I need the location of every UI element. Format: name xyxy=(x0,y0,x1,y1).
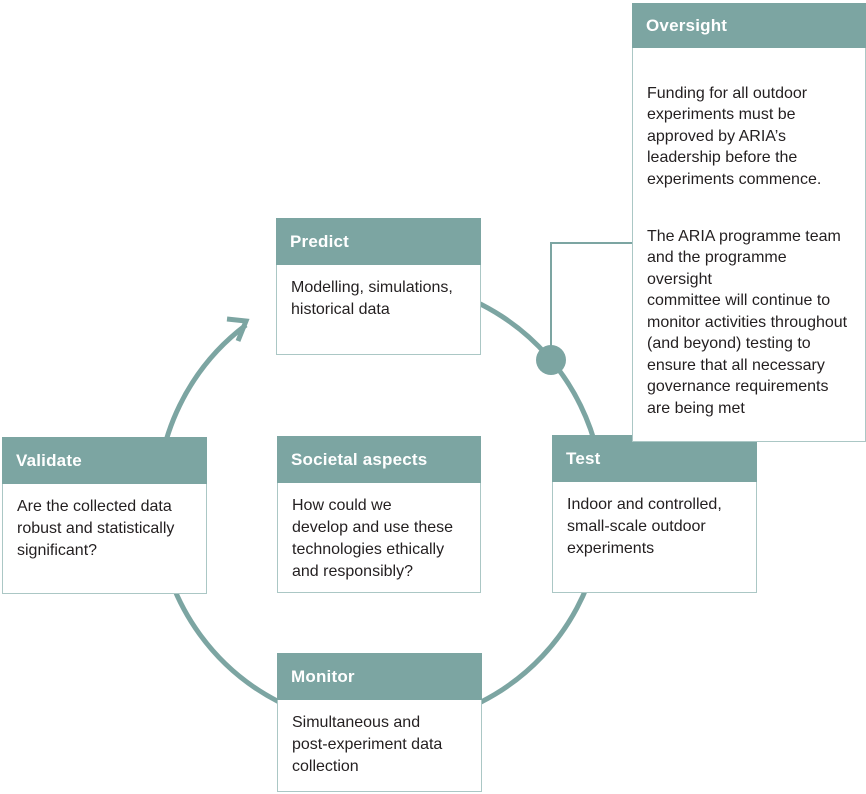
predict-title: Predict xyxy=(276,218,481,265)
societal-aspects-box: Societal aspects How could we develop an… xyxy=(277,436,481,593)
oversight-description: Funding for all outdoor experiments must… xyxy=(632,48,866,442)
monitor-title: Monitor xyxy=(277,653,482,700)
oversight-title: Oversight xyxy=(632,3,866,48)
test-title: Test xyxy=(552,435,757,482)
validate-description: Are the collected data robust and statis… xyxy=(2,484,207,594)
monitor-box: Monitor Simultaneous and post-experiment… xyxy=(277,653,482,792)
predict-box: Predict Modelling, simulations, historic… xyxy=(276,218,481,355)
validate-box: Validate Are the collected data robust a… xyxy=(2,437,207,594)
oversight-paragraph-1: Funding for all outdoor experiments must… xyxy=(647,84,822,188)
societal-aspects-title: Societal aspects xyxy=(277,436,481,483)
oversight-paragraph-2: The ARIA programme team and the programm… xyxy=(647,227,848,417)
test-box: Test Indoor and controlled, small-scale … xyxy=(552,435,757,593)
test-description: Indoor and controlled, small-scale outdo… xyxy=(552,482,757,593)
monitor-description: Simultaneous and post-experiment data co… xyxy=(277,700,482,792)
cycle-arrowhead-icon xyxy=(226,316,250,342)
societal-aspects-description: How could we develop and use these techn… xyxy=(277,483,481,593)
junction-dot xyxy=(536,345,566,375)
oversight-box: Oversight Funding for all outdoor experi… xyxy=(632,3,866,442)
validate-title: Validate xyxy=(2,437,207,484)
predict-description: Modelling, simulations, historical data xyxy=(276,265,481,355)
oversight-connector-line xyxy=(550,242,632,360)
